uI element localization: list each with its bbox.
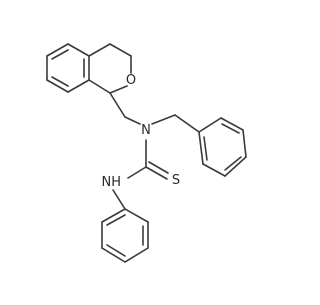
benzyl-group [151, 114, 247, 177]
chemical-structure: O N S NH [46, 43, 247, 263]
methylene-linker [109, 92, 141, 125]
structure-canvas: O N S NH [46, 43, 247, 263]
thiocarbonyl-group [127, 139, 169, 180]
amide-nitrogen-label: NH [102, 175, 122, 190]
tertiary-nitrogen-label: N [141, 123, 151, 138]
isochroman-pyran-ring [88, 43, 132, 94]
phenyl-group [101, 189, 149, 263]
sulfur-atom-label: S [172, 173, 180, 188]
oxygen-atom-label: O [126, 73, 136, 88]
isochroman-benzene-ring [46, 43, 90, 93]
